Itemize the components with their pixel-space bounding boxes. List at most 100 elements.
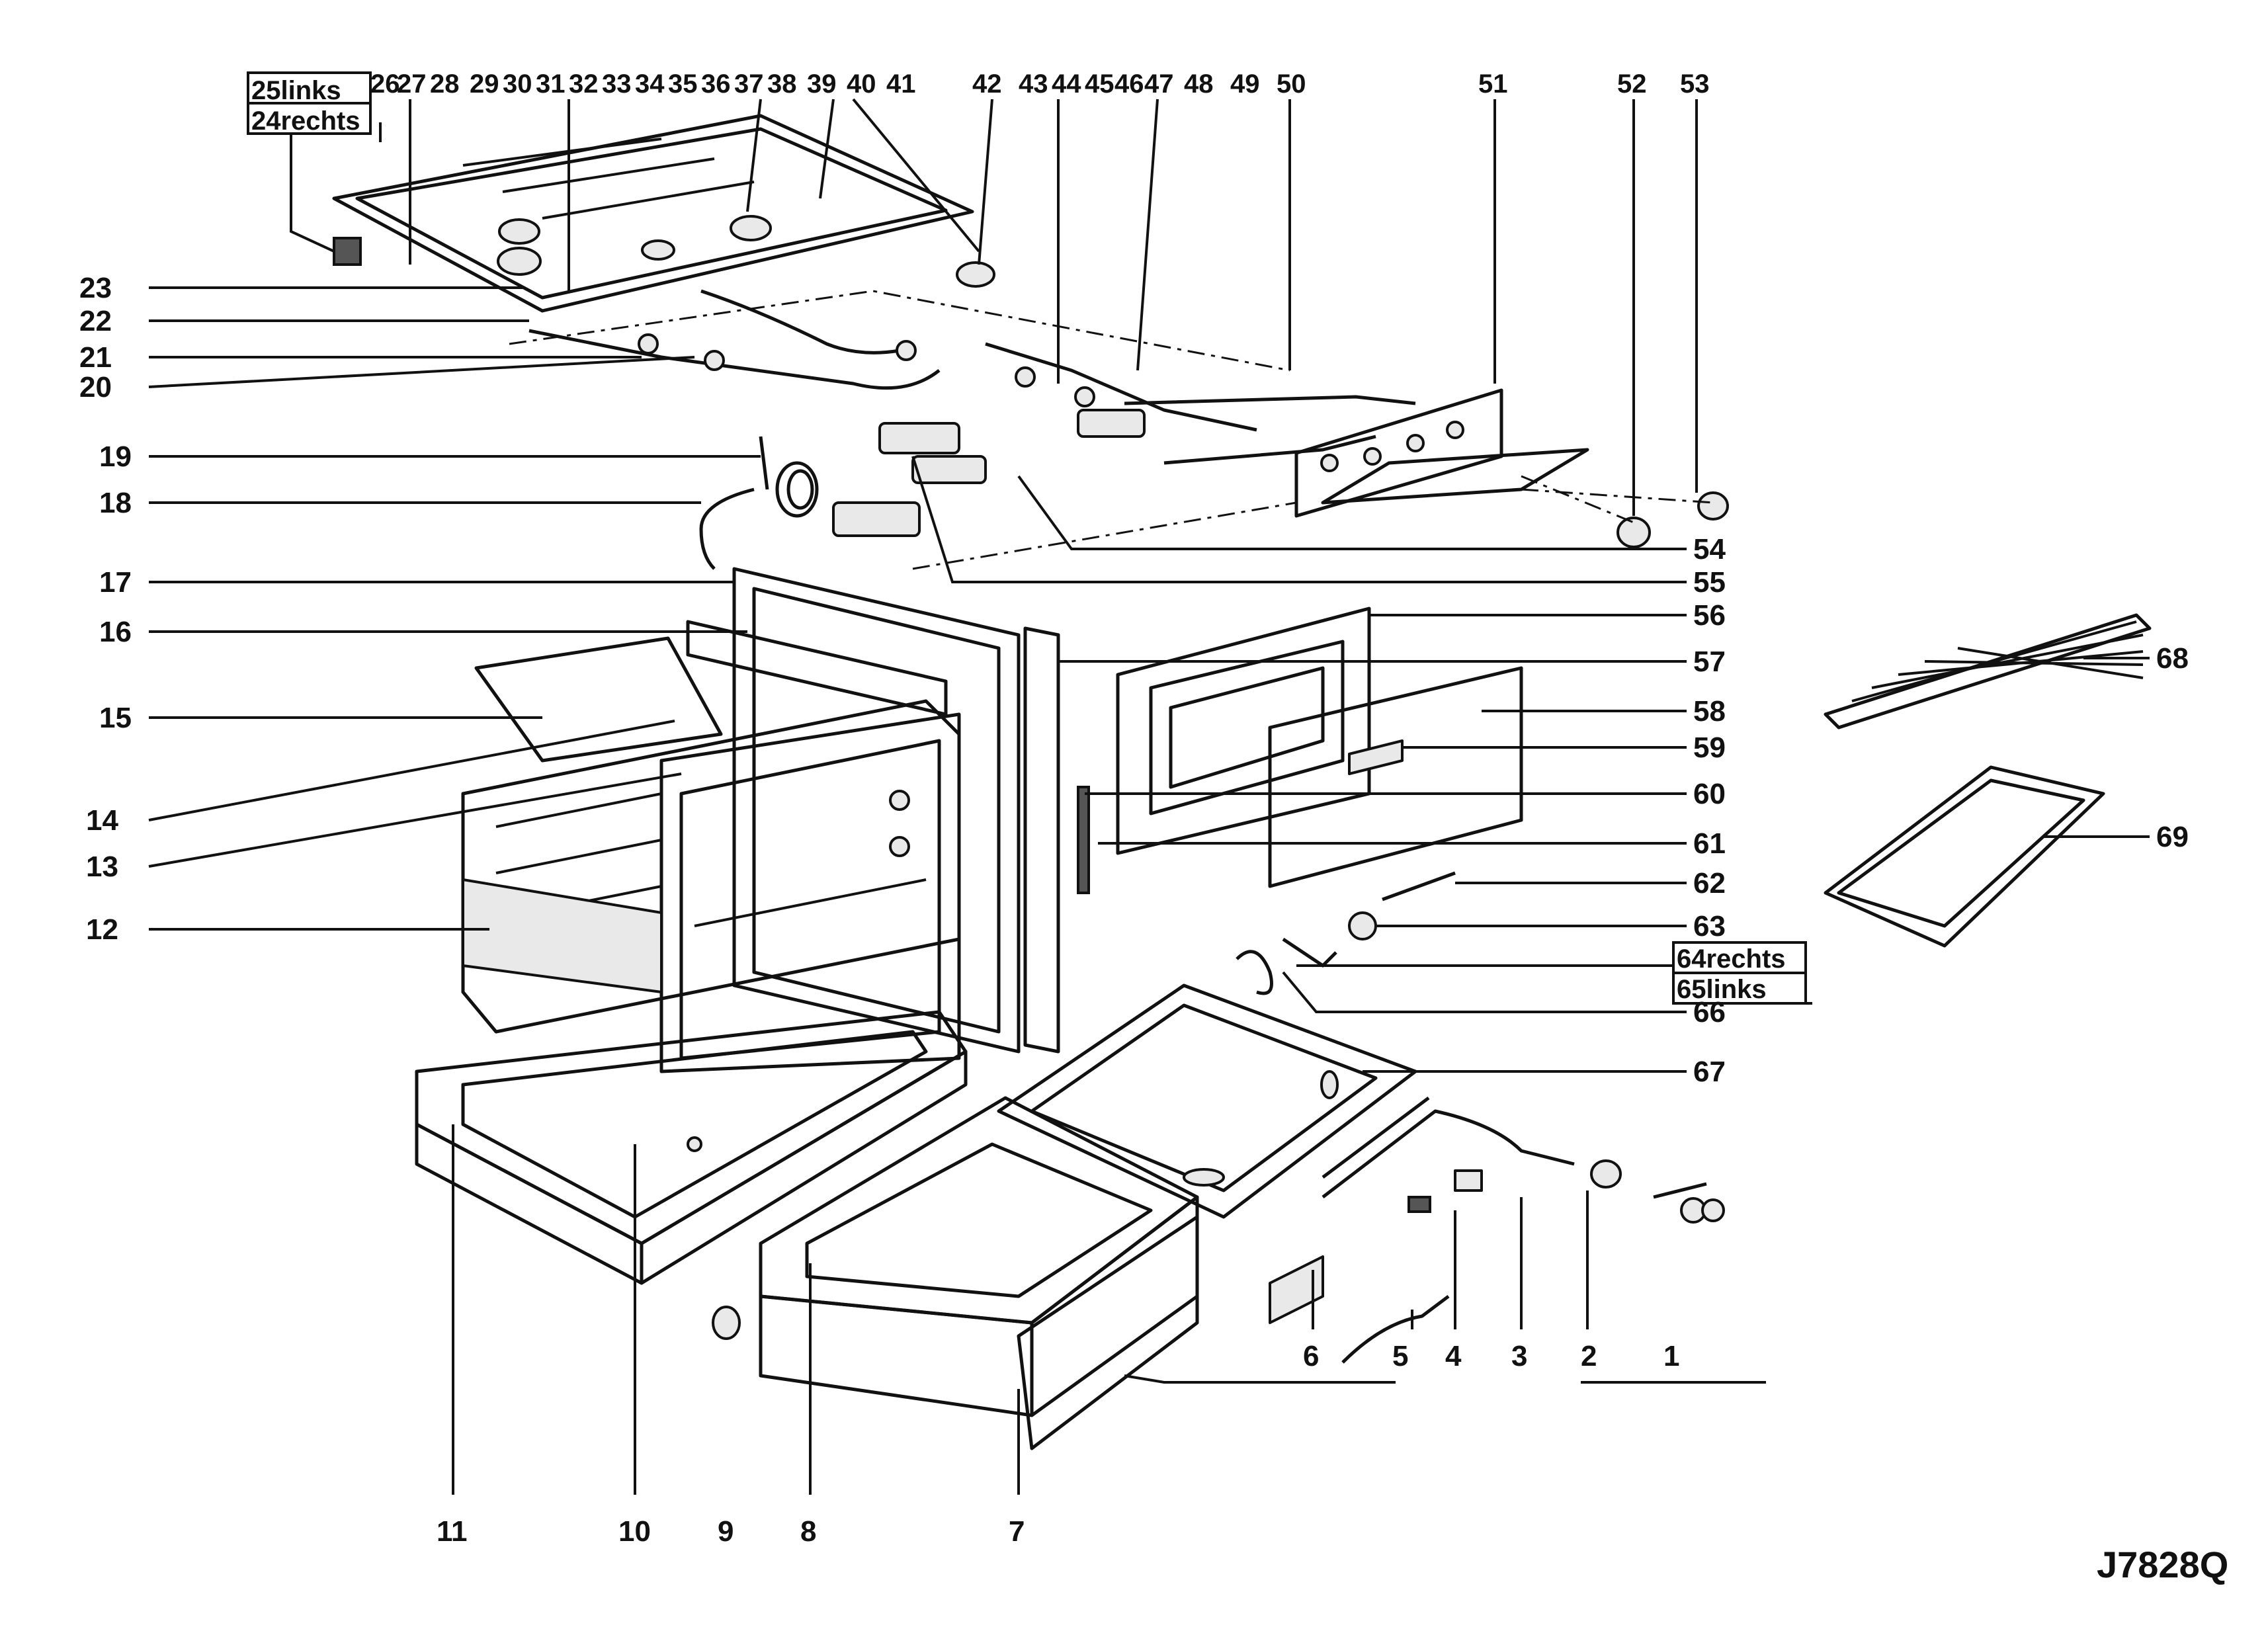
callout-54: 54 xyxy=(1693,533,1726,565)
callout-51: 51 xyxy=(1478,69,1508,99)
callout-41: 41 xyxy=(886,69,916,99)
callout-32: 32 xyxy=(569,69,599,99)
callout-39: 39 xyxy=(807,69,837,99)
drawer-box xyxy=(759,1096,1199,1417)
callout-22: 22 xyxy=(79,305,112,337)
gas-valves xyxy=(832,409,1146,537)
callout-7: 7 xyxy=(1009,1515,1025,1548)
oven-door-glass xyxy=(1268,666,1523,888)
callout-15: 15 xyxy=(99,702,132,734)
lower-tray xyxy=(997,983,1417,1219)
callout-57: 57 xyxy=(1693,646,1726,678)
oven-top-cover xyxy=(474,620,948,763)
callout-52: 52 xyxy=(1617,69,1647,99)
callout-36: 36 xyxy=(701,69,731,99)
callout-30: 30 xyxy=(503,69,532,99)
callout-68: 68 xyxy=(2156,642,2189,675)
callout-25: 25links xyxy=(251,76,341,105)
callout-38: 38 xyxy=(767,69,797,99)
callout-47: 47 xyxy=(1144,69,1174,99)
callout-37: 37 xyxy=(734,69,764,99)
hob-top-plate xyxy=(332,114,974,313)
control-panel xyxy=(1294,388,1589,518)
assembly-lines xyxy=(509,290,1714,570)
callout-9: 9 xyxy=(718,1515,734,1548)
thermostat-coil xyxy=(699,436,819,570)
callout-64: 64rechts xyxy=(1677,944,1786,974)
adjustable-foot xyxy=(687,1136,741,1340)
burner-tube xyxy=(1322,1097,1575,1213)
callout-49: 49 xyxy=(1230,69,1260,99)
callout-35: 35 xyxy=(668,69,698,99)
callout-34: 34 xyxy=(635,69,665,99)
drawer-front xyxy=(1017,1215,1199,1450)
hob-burners xyxy=(333,215,995,288)
callout-61: 61 xyxy=(1693,827,1726,860)
callout-40: 40 xyxy=(847,69,876,99)
callout-50: 50 xyxy=(1277,69,1306,99)
oven-cavity xyxy=(461,699,961,1073)
callout-58: 58 xyxy=(1693,695,1726,728)
bracket-plate xyxy=(1269,1255,1324,1324)
callout-23: 23 xyxy=(79,272,112,304)
callout-labels: 23 22 21 20 19 18 17 16 15 14 13 12 25li… xyxy=(79,69,2189,1548)
callout-5: 5 xyxy=(1392,1340,1408,1372)
callout-11: 11 xyxy=(437,1515,468,1548)
callout-16: 16 xyxy=(99,616,132,648)
callout-59: 59 xyxy=(1693,731,1726,764)
callout-69: 69 xyxy=(2156,821,2189,853)
callout-44: 44 xyxy=(1052,69,1081,99)
label-box-25-24 xyxy=(247,71,372,135)
grill-rack xyxy=(1824,613,2152,730)
ignition-cable xyxy=(1341,1295,1450,1364)
callout-19: 19 xyxy=(99,440,132,473)
callout-55: 55 xyxy=(1693,566,1726,599)
callout-56: 56 xyxy=(1693,599,1726,632)
callout-33: 33 xyxy=(602,69,632,99)
callout-17: 17 xyxy=(99,566,132,599)
callout-46: 46 xyxy=(1114,69,1144,99)
callout-4: 4 xyxy=(1445,1340,1462,1372)
side-seal-strip xyxy=(1023,626,1060,1054)
callout-53: 53 xyxy=(1680,69,1710,99)
callout-20: 20 xyxy=(79,371,112,403)
injector-and-valve xyxy=(1590,1159,1725,1224)
leader-lines xyxy=(148,98,2150,1495)
callout-60: 60 xyxy=(1693,778,1726,810)
callout-10: 10 xyxy=(618,1515,651,1548)
callout-43: 43 xyxy=(1019,69,1048,99)
callout-18: 18 xyxy=(99,487,132,519)
callout-67: 67 xyxy=(1693,1056,1726,1088)
baking-tray xyxy=(1824,765,2105,948)
label-box-64-65 xyxy=(1672,941,1807,1005)
callout-29: 29 xyxy=(470,69,499,99)
callout-13: 13 xyxy=(86,851,118,883)
callout-21: 21 xyxy=(79,341,112,374)
callout-28: 28 xyxy=(430,69,460,99)
callout-66: 66 xyxy=(1693,996,1726,1028)
callout-1: 1 xyxy=(1663,1340,1679,1372)
callout-63: 63 xyxy=(1693,910,1726,942)
base-frame-left xyxy=(415,1010,968,1285)
oven-door-frame-back xyxy=(732,567,1021,1054)
oven-door-inner xyxy=(1116,606,1371,855)
callout-65: 65links xyxy=(1677,975,1767,1004)
callout-27: 27 xyxy=(397,69,427,99)
door-hinge xyxy=(1077,786,1456,995)
callout-12: 12 xyxy=(86,913,118,946)
callout-8: 8 xyxy=(800,1515,816,1548)
callout-42: 42 xyxy=(972,69,1002,99)
drawing-code: J7828Q xyxy=(2097,1544,2228,1585)
callout-2: 2 xyxy=(1581,1340,1597,1372)
callout-3: 3 xyxy=(1511,1340,1527,1372)
callout-62: 62 xyxy=(1693,867,1726,899)
callout-14: 14 xyxy=(86,804,118,837)
callout-48: 48 xyxy=(1184,69,1214,99)
gas-pipes xyxy=(528,289,1416,465)
callout-6: 6 xyxy=(1303,1340,1319,1372)
oven-insulation-panel xyxy=(462,878,663,993)
callout-26: 26 xyxy=(370,69,400,99)
control-knobs xyxy=(1617,491,1729,548)
door-handle xyxy=(1348,739,1404,775)
